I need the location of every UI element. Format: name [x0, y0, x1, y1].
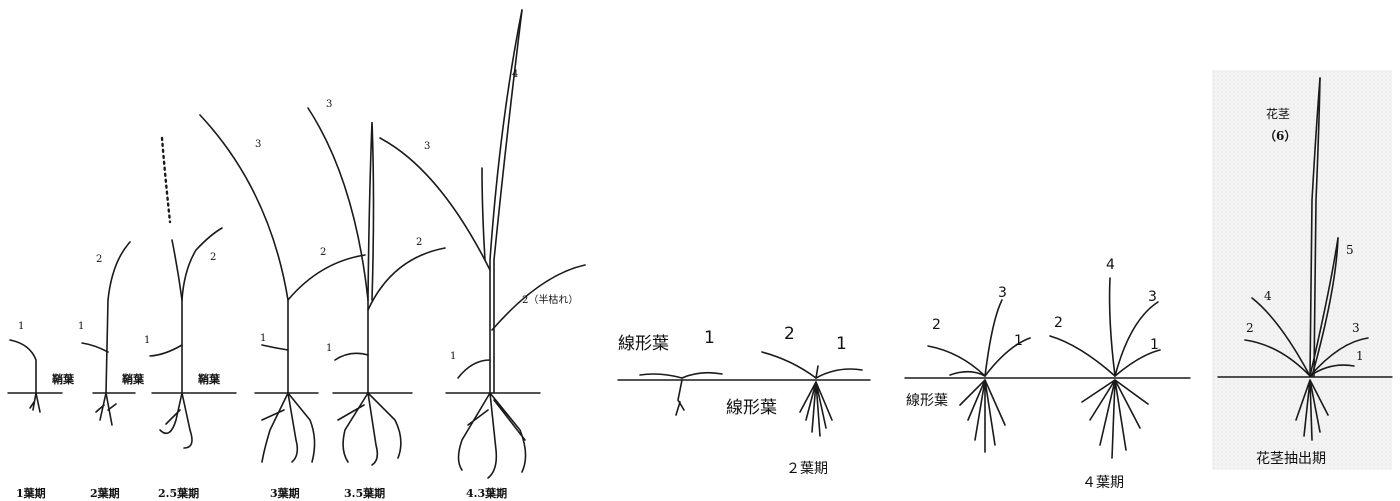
- p6-leaf-1: 1: [450, 352, 456, 362]
- flower-stem-label: 花茎: [1266, 108, 1290, 120]
- p5-leaf-3: 3: [326, 100, 332, 110]
- plant-a: [928, 300, 1030, 452]
- mid-linear-leaf-label-2: 線形葉: [726, 400, 777, 417]
- fl-a-leaf-2: 2: [932, 318, 941, 332]
- p3-leaf-1: 1: [144, 336, 150, 346]
- stage-label-2-5: 2.5葉期: [158, 488, 199, 499]
- stage-label-3: 3葉期: [270, 488, 300, 499]
- stage-label-4-3: 4.3葉期: [466, 488, 507, 499]
- p6-leaf-4: 4: [512, 70, 518, 80]
- seedling-2: [762, 352, 862, 436]
- fs-leaf-5: 5: [1346, 244, 1354, 256]
- plant-1-leaf: [10, 340, 40, 412]
- plant-2-leaf: [82, 242, 130, 425]
- fl-a-leaf-1: 1: [1014, 334, 1023, 348]
- fl-b-leaf-2: 2: [1054, 316, 1063, 330]
- fs-leaf-1: 1: [1356, 350, 1364, 362]
- flower-stem-number: （6）: [1264, 130, 1296, 142]
- fs-leaf-3: 3: [1352, 322, 1360, 334]
- fl-b-leaf-1: 1: [1150, 338, 1159, 352]
- fl-linear-leaf-label: 線形葉: [906, 394, 948, 408]
- fl-a-leaf-3: 3: [998, 286, 1007, 300]
- p1-leaf-1: 1: [18, 322, 24, 332]
- mid-linear-leaf-label-1: 線形葉: [618, 336, 669, 353]
- plant-3-5-leaf: [308, 108, 445, 465]
- plant-b: [1050, 278, 1160, 458]
- fl-stage-label: ４葉期: [1082, 476, 1124, 490]
- stage-label-2: 2葉期: [90, 488, 120, 499]
- p5-leaf-2: 2: [416, 238, 422, 248]
- p4-leaf-1: 1: [260, 334, 266, 344]
- fs-stage-label: 花茎抽出期: [1256, 452, 1326, 466]
- plant-2-5-leaf: [150, 138, 222, 448]
- p3-sheath-label: 鞘葉: [198, 374, 220, 385]
- mid-leaf-1-b: 1: [836, 336, 847, 353]
- plant-4-3-leaf: [380, 10, 585, 478]
- mid-leaf-2: 2: [784, 326, 795, 343]
- seedling-1: [640, 373, 722, 415]
- mid-stage-label: ２葉期: [786, 462, 828, 476]
- p2-leaf-2: 2: [96, 255, 102, 265]
- p3-leaf-2: 2: [210, 253, 216, 263]
- stage-label-3-5: 3.5葉期: [344, 488, 385, 499]
- p1-sheath-label: 鞘葉: [52, 374, 74, 385]
- p4-leaf-3: 3: [255, 140, 261, 150]
- p4-leaf-2: 2: [320, 248, 326, 258]
- plant-3-leaf: [200, 115, 365, 462]
- fs-leaf-2: 2: [1246, 322, 1254, 334]
- p2-sheath-label: 鞘葉: [122, 374, 144, 385]
- p5-leaf-1: 1: [326, 344, 332, 354]
- fl-b-leaf-3: 3: [1148, 290, 1157, 304]
- mid-leaf-1-a: 1: [704, 330, 715, 347]
- p2-leaf-1: 1: [78, 322, 84, 332]
- p6-leaf-3: 3: [424, 142, 430, 152]
- p6-half-withered-label: 2（半枯れ）: [522, 296, 578, 306]
- stage-label-1: 1葉期: [16, 488, 46, 499]
- fs-leaf-4: 4: [1264, 290, 1272, 302]
- fl-b-leaf-4: 4: [1106, 258, 1115, 272]
